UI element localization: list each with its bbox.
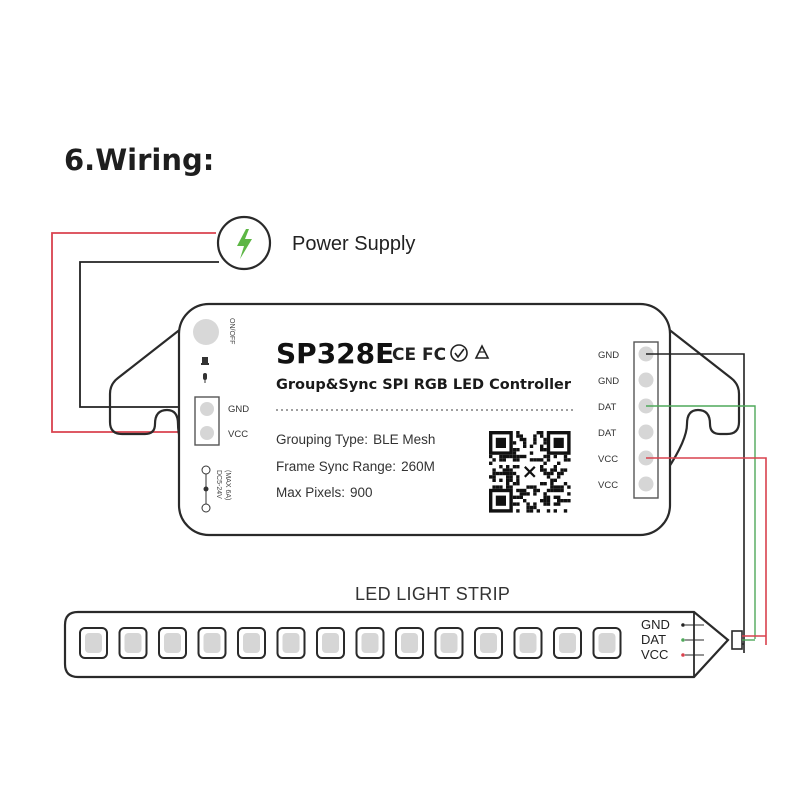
strip-pin-label: VCC bbox=[641, 647, 668, 662]
input-pin-label: VCC bbox=[228, 429, 248, 440]
power-button[interactable] bbox=[193, 319, 219, 345]
power-wires bbox=[51, 232, 219, 433]
model-name: SP328E bbox=[276, 337, 394, 370]
input-pin-vcc[interactable] bbox=[200, 426, 214, 440]
controller-subtitle: Group&Sync SPI RGB LED Controller bbox=[276, 377, 572, 393]
led-chip bbox=[513, 627, 543, 659]
output-pin-label: GND bbox=[598, 376, 619, 387]
power-button-label: ON/OFF bbox=[228, 318, 235, 344]
controller-body bbox=[177, 302, 672, 537]
strip-connector-plug bbox=[731, 630, 743, 650]
led-chip bbox=[553, 627, 582, 659]
lightning-bolt-icon bbox=[237, 229, 252, 259]
led-chip bbox=[316, 627, 345, 659]
output-pin-dat[interactable] bbox=[638, 424, 654, 440]
qr-code bbox=[487, 429, 573, 515]
led-chip bbox=[434, 627, 464, 659]
recycle-icon bbox=[474, 344, 490, 359]
output-pins: GND GND DAT DAT VCC VCC bbox=[598, 346, 654, 492]
output-black-wire bbox=[646, 353, 745, 653]
led-chip bbox=[237, 627, 266, 659]
current-rating: (MAX 6A) bbox=[224, 470, 231, 500]
strip-pin-label: GND bbox=[641, 617, 670, 632]
led-chip bbox=[474, 627, 503, 659]
strip-pin-dot bbox=[681, 653, 685, 657]
led-chip bbox=[197, 627, 227, 659]
output-red-wire bbox=[646, 457, 767, 645]
led-chip bbox=[592, 627, 622, 659]
voltage-rating: DC5-24V bbox=[215, 470, 222, 499]
output-green-wire bbox=[646, 405, 756, 639]
output-pin-gnd[interactable] bbox=[638, 372, 654, 388]
output-pin-label: VCC bbox=[598, 480, 618, 491]
output-wires bbox=[646, 353, 767, 653]
output-pin-label: DAT bbox=[598, 428, 616, 439]
strip-pin-label: DAT bbox=[641, 632, 666, 647]
led-chip bbox=[118, 627, 148, 659]
power-red-wire bbox=[51, 232, 216, 433]
output-pin-label: GND bbox=[598, 350, 619, 361]
output-pin-vcc[interactable] bbox=[638, 476, 654, 492]
led-chip bbox=[395, 627, 424, 659]
led-chip bbox=[276, 627, 306, 659]
led-chip bbox=[79, 627, 108, 659]
output-pin-label: VCC bbox=[598, 454, 618, 465]
power-black-wire bbox=[79, 261, 219, 408]
strip-title: LED LIGHT STRIP bbox=[355, 584, 510, 604]
led-chip bbox=[158, 627, 187, 659]
indicator-icon bbox=[201, 357, 209, 365]
input-pin-gnd[interactable] bbox=[200, 402, 214, 416]
led-row bbox=[79, 627, 622, 659]
polarity-icon bbox=[201, 465, 211, 513]
rohs-icon bbox=[450, 344, 468, 362]
output-pin-label: DAT bbox=[598, 402, 616, 413]
right-mounting-ear bbox=[666, 327, 741, 471]
led-chip bbox=[355, 627, 385, 659]
input-pin-label: GND bbox=[228, 404, 249, 415]
spec-grouping: Grouping Type:BLE Mesh bbox=[276, 432, 435, 447]
strip-pin-dot bbox=[681, 623, 685, 627]
spec-sync-range: Frame Sync Range:260M bbox=[276, 459, 435, 474]
output-connector bbox=[633, 341, 659, 499]
bluetooth-logo-icon bbox=[519, 461, 540, 482]
power-supply-label: Power Supply bbox=[292, 233, 415, 255]
section-heading: 6.Wiring: bbox=[64, 143, 214, 177]
controller: ON/OFF GND VCC DC5-24V (MAX 6A) SP328E C… bbox=[108, 302, 741, 537]
power-supply: Power Supply bbox=[216, 215, 415, 271]
microphone-icon bbox=[203, 373, 207, 383]
left-mounting-ear bbox=[108, 327, 190, 490]
strip-pin-dot bbox=[681, 638, 685, 642]
spec-max-pixels: Max Pixels:900 bbox=[276, 485, 373, 500]
certification-marks: CE FC bbox=[392, 345, 446, 365]
